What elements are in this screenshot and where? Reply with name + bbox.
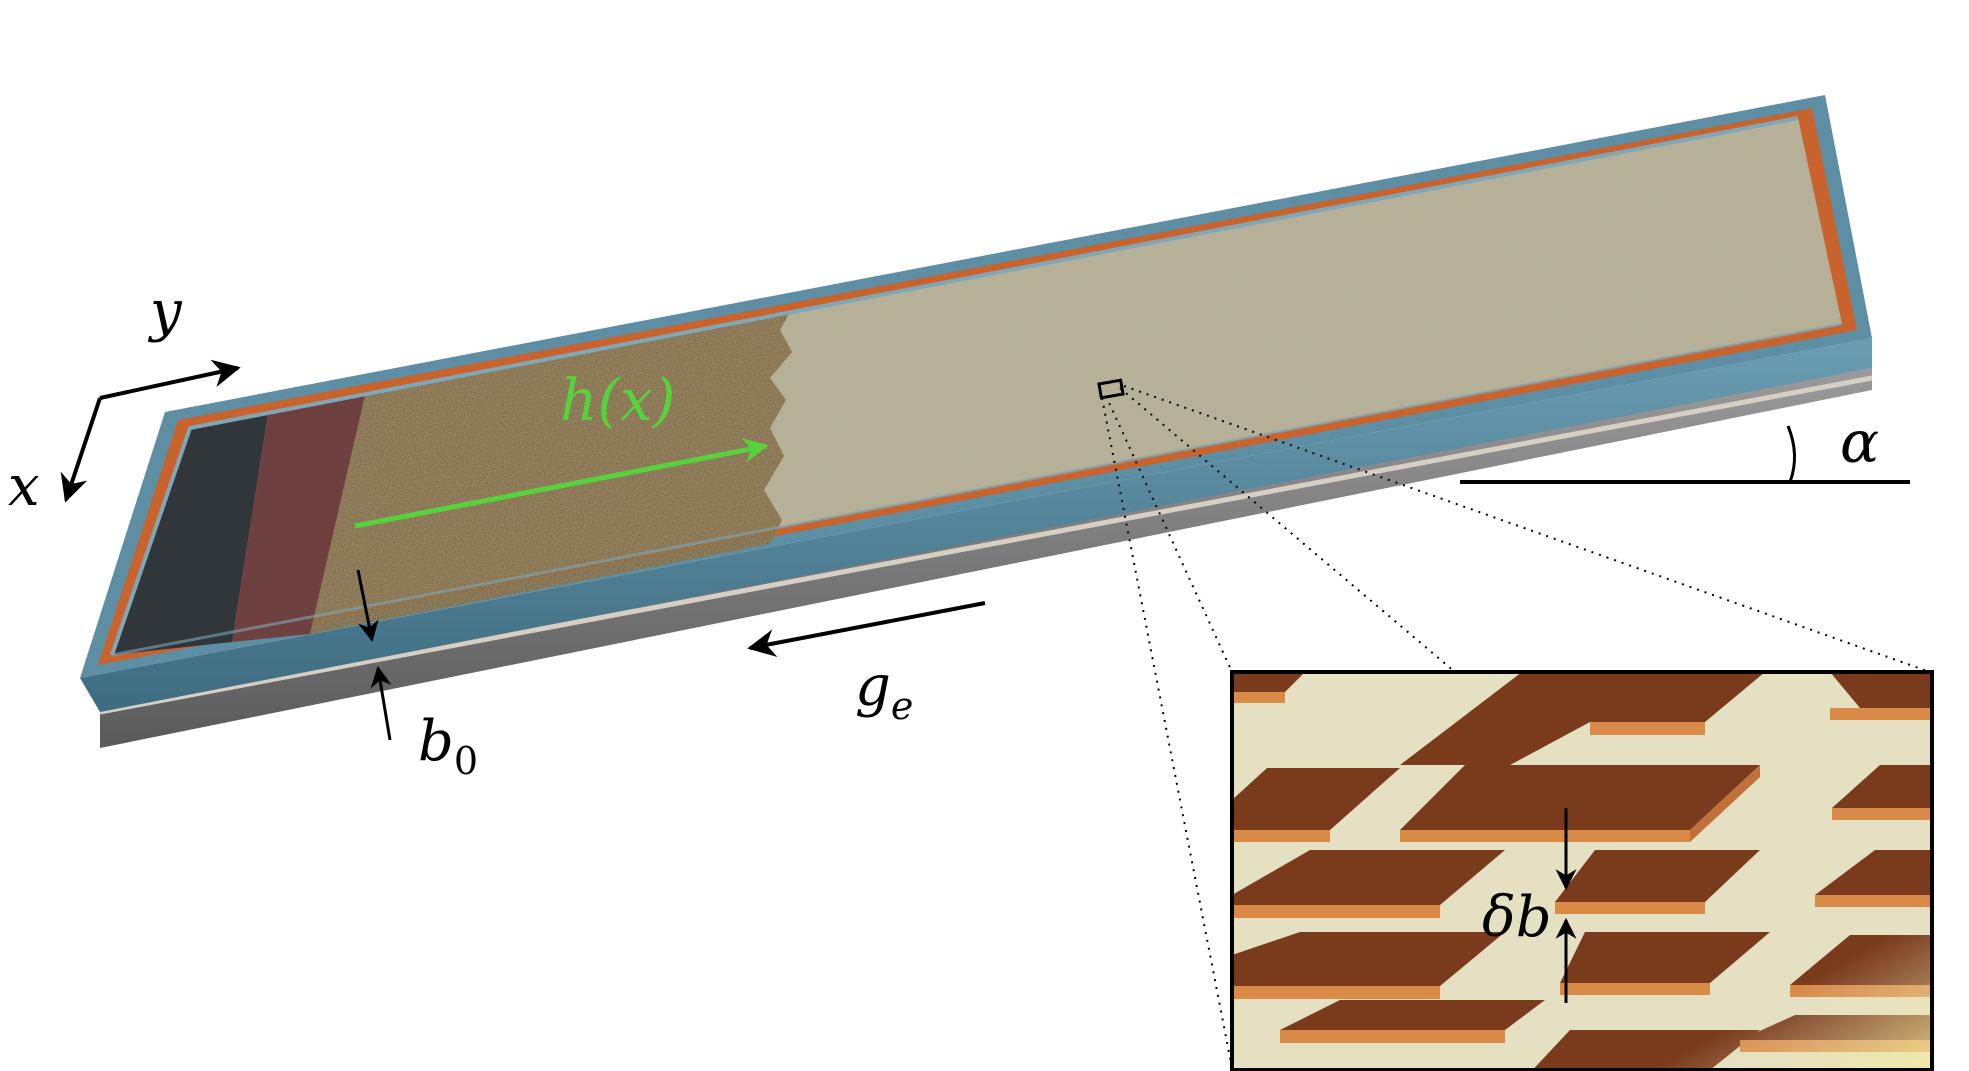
hele-shaw-cell <box>80 95 1873 748</box>
glass-inner-rim <box>110 116 1799 656</box>
inset-corner-glow <box>1232 672 1932 1070</box>
x-axis-arrow <box>60 397 102 503</box>
reservoir-dark <box>112 414 268 655</box>
angle-arc <box>1786 425 1796 483</box>
glass-inner-rim-front <box>111 322 1843 657</box>
zoom-line-4 <box>1123 385 1931 673</box>
gravity-indicator: ge <box>747 601 986 728</box>
gap-thickness: b0 <box>356 569 478 783</box>
cell-base-rim <box>99 375 1873 715</box>
front-arrow <box>354 438 769 529</box>
front-position: h(x) <box>354 366 769 529</box>
reservoir-maroon <box>232 395 365 642</box>
y-axis-arrow <box>99 359 241 400</box>
gap-label: b0 <box>418 709 478 783</box>
glass-plate-front-edge <box>80 338 1872 712</box>
coordinate-axes: y x <box>8 279 241 519</box>
inset-magnified-view: δb <box>1230 670 1934 1071</box>
inset-frame <box>1230 670 1934 1071</box>
angle-label: α <box>1840 408 1879 476</box>
zoom-indicator <box>1097 378 1931 1069</box>
tilt-angle: α <box>1460 408 1910 484</box>
saturated-region <box>310 312 792 634</box>
front-label: h(x) <box>560 366 675 434</box>
axis-y-label: y <box>147 279 183 344</box>
gravity-label-sub: e <box>891 684 914 728</box>
axis-x-label: x <box>8 454 40 519</box>
zoom-region-marker <box>1097 378 1125 400</box>
zoom-line-3 <box>1119 387 1456 673</box>
inset-gap-label: δb <box>1482 885 1552 950</box>
gap-label-sub: 0 <box>454 739 478 783</box>
gap-arrow-bottom <box>370 665 392 741</box>
gravity-label: ge <box>855 654 913 728</box>
gap-arrow-top <box>356 569 379 643</box>
zoom-line-1 <box>1101 397 1233 1069</box>
gravity-arrow <box>747 601 986 658</box>
